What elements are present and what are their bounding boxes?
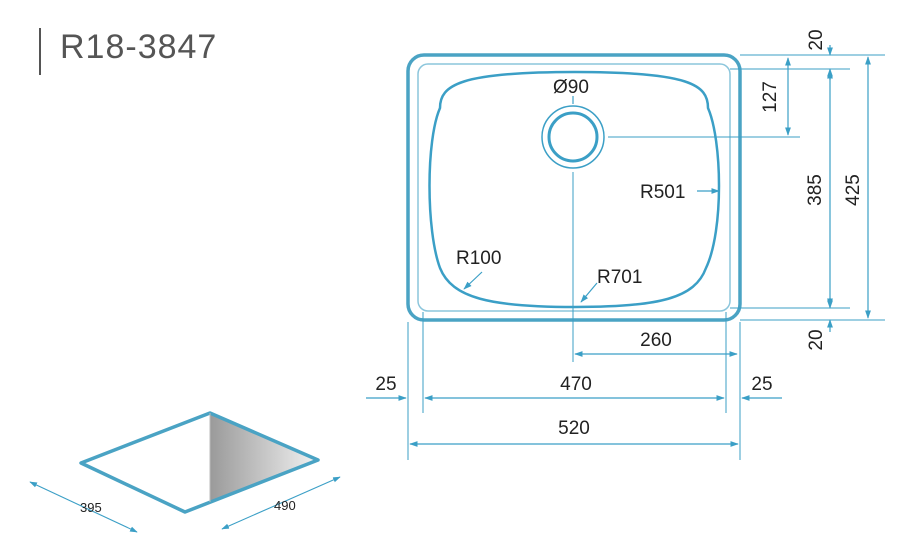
drain-inner-ring xyxy=(547,111,599,163)
left-margin-label: 25 xyxy=(375,374,396,395)
iso-rim xyxy=(79,411,320,514)
outer-width-label: 520 xyxy=(558,418,590,439)
vertical-dimensions xyxy=(785,45,871,332)
drain-x-label: 260 xyxy=(640,330,672,351)
corner-radius-label: R100 xyxy=(456,248,501,269)
bottom-radius-leader xyxy=(580,282,598,303)
bottom-margin-label: 20 xyxy=(806,329,827,350)
right-margin-label: 25 xyxy=(751,374,772,395)
side-radius-label: R501 xyxy=(640,182,685,203)
model-title: R18-3847 xyxy=(60,28,217,66)
sink-bowl-outline xyxy=(428,70,721,309)
drain-diameter-label: Ø90 xyxy=(553,77,589,98)
sink-outer-rim xyxy=(406,53,742,322)
bottom-extension-lines xyxy=(407,312,741,460)
drain-outer-ring xyxy=(541,105,605,169)
drain-offset-label: 127 xyxy=(760,81,781,113)
horizontal-dimensions xyxy=(366,351,782,447)
top-margin-label: 20 xyxy=(806,29,827,50)
outer-depth-label: 425 xyxy=(843,174,864,206)
inner-width-label: 470 xyxy=(560,374,592,395)
iso-right-wall xyxy=(210,413,318,502)
iso-back-wall xyxy=(81,413,210,512)
iso-depth-label: 395 xyxy=(80,500,102,515)
sink-isometric-view: 395 490 xyxy=(29,411,341,533)
iso-width-label: 490 xyxy=(274,498,296,513)
sink-plan-view: Ø90 R501 R100 R701 xyxy=(406,53,800,362)
iso-depth-dim xyxy=(29,481,138,533)
inner-depth-label: 385 xyxy=(805,174,826,206)
sink-inner-rim xyxy=(417,63,731,312)
corner-radius-leader xyxy=(463,271,483,290)
iso-width-dim xyxy=(221,476,341,530)
bottom-radius-label: R701 xyxy=(597,267,642,288)
